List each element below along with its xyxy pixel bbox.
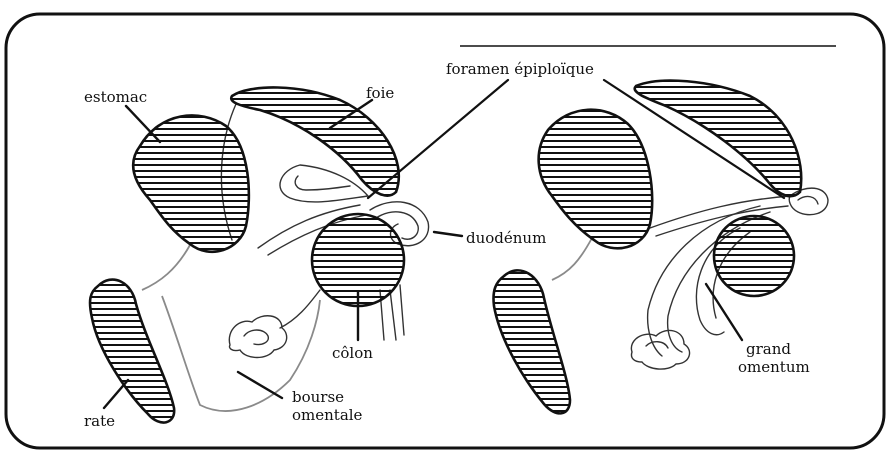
right-intestine-coil [631,330,689,369]
leader-duodenum [434,232,462,236]
label-duodenum: duodénum [466,229,546,247]
foramen-loop-inner [295,176,350,190]
liver-organ [231,87,399,195]
right-spleen-organ [493,270,570,413]
label-foie: foie [366,84,394,102]
colon-support-3 [400,285,404,335]
label-grand-line2: omentum [738,358,810,376]
right-foramen-loop-inner [798,197,818,204]
intestine-coil-inner [244,330,268,345]
intestine-tail [280,290,320,328]
peritoneum-line [142,245,190,290]
leader-rate [104,380,128,408]
label-colon: côlon [332,344,373,362]
colon-support-2 [390,290,396,340]
leader-estomac [126,106,160,142]
spleen-organ [90,280,174,423]
label-estomac: estomac [84,88,147,106]
left-panel [90,80,508,423]
right-liver-organ [635,81,801,197]
right-colon-organ [714,216,794,296]
intestine-coil [229,316,286,358]
right-intestine-coil-2 [646,342,668,348]
right-stomach-organ [539,110,653,249]
label-grand-line1: grand [746,340,791,358]
label-bourse-line2: omentale [292,406,363,424]
label-rate: rate [84,412,115,430]
label-foramen: foramen épiploïque [446,60,594,78]
right-peritoneum [552,238,592,280]
stomach-organ [133,115,249,251]
leader-bourse [238,372,282,398]
label-bourse-line1: bourse [292,388,344,406]
